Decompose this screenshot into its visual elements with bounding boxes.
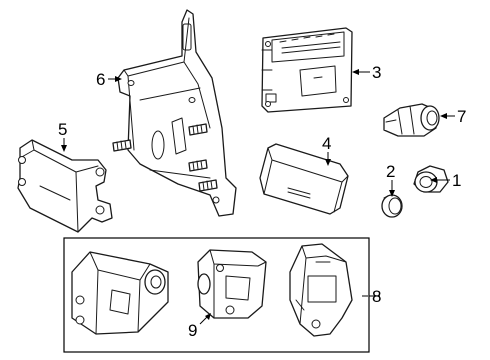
- part-3-control-module: [261, 27, 353, 113]
- inset-box: [63, 237, 370, 353]
- callout-1: 1: [452, 171, 461, 190]
- part-6-mounting-bracket: [112, 9, 237, 217]
- callout-9: 9: [188, 321, 197, 340]
- part-8-camera-bracket: [289, 243, 353, 337]
- callout-8: 8: [372, 287, 381, 306]
- part-4-sensor-module: [259, 143, 349, 215]
- callout-7: 7: [457, 107, 466, 126]
- part-2-seal-ring: [381, 194, 403, 218]
- callout-6: 6: [96, 70, 105, 89]
- callout-2: 2: [386, 162, 395, 181]
- part-9-camera: [197, 249, 267, 319]
- part-7-camera-sensor: [383, 103, 440, 137]
- part-5-radar-module: [17, 139, 113, 233]
- callout-3: 3: [372, 63, 381, 82]
- leader-lines: [61, 69, 455, 325]
- part-8-camera-housing: [71, 251, 169, 335]
- callout-5: 5: [58, 120, 67, 139]
- callout-4: 4: [322, 134, 331, 153]
- part-1-sensor-cap: [413, 165, 449, 193]
